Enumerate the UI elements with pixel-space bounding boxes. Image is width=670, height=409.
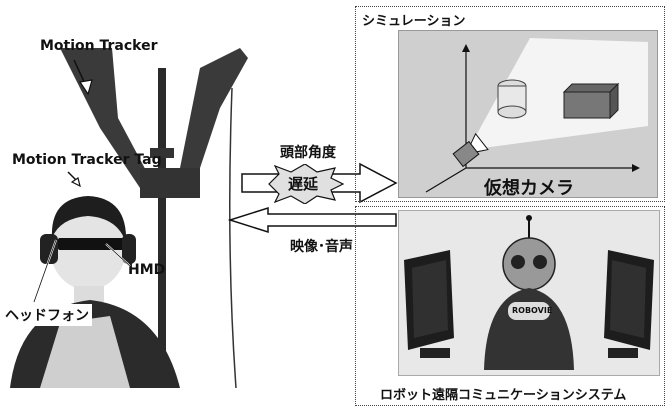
virtual-camera-label: 仮想カメラ xyxy=(484,178,574,199)
video-audio-label: 映像･音声 xyxy=(290,239,353,255)
robot-scene-icon xyxy=(404,215,654,370)
delay-burst-icon xyxy=(268,164,345,204)
robot-name-label: ROBOVIE xyxy=(512,306,553,315)
head-angle-label: 頭部角度 xyxy=(280,145,336,161)
hmd-arrow-icon xyxy=(105,243,131,267)
person-tracker-photo xyxy=(10,48,248,388)
headphone-label: ヘッドフォン xyxy=(2,304,92,326)
robot-panel xyxy=(355,206,665,406)
headphone-arrow-icon xyxy=(33,239,57,303)
motion-tracker-tag-arrow-icon xyxy=(67,171,81,188)
virtual-scene-icon xyxy=(425,38,648,193)
motion-tracker-label: Motion Tracker xyxy=(40,38,158,54)
motion-tracker-tag-label: Motion Tracker Tag xyxy=(12,152,162,168)
delay-label: 遅延 xyxy=(288,175,319,193)
simulation-panel xyxy=(355,6,665,202)
hmd-label: HMD xyxy=(128,262,166,278)
video-audio-arrow-icon xyxy=(228,206,397,234)
robot-system-title: ロボット遠隔コミュニケーションシステム xyxy=(380,388,627,403)
simulation-title: シミュレーション xyxy=(362,14,466,29)
motion-tracker-arrow-icon xyxy=(73,59,93,96)
